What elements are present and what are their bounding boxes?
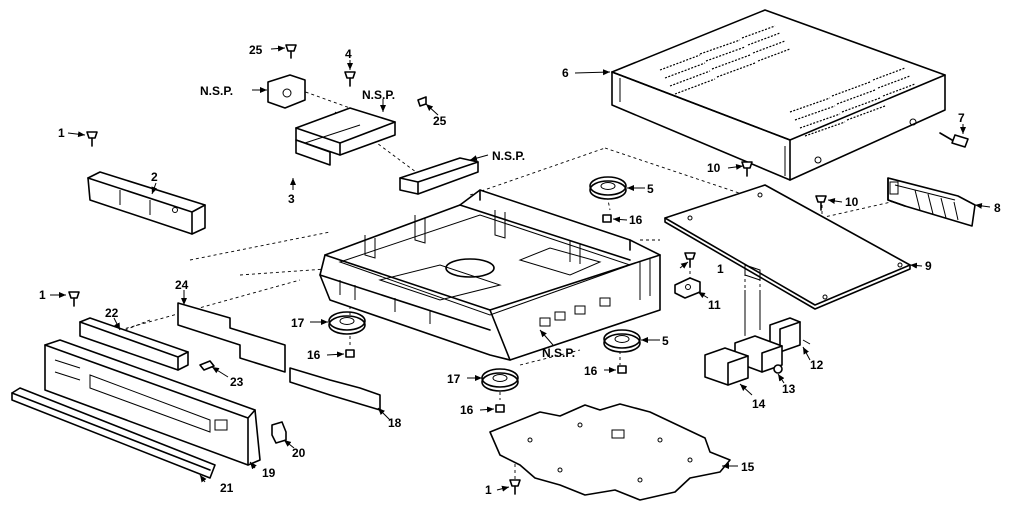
connector-parts [704, 290, 811, 386]
part-label-21: 21 [220, 481, 234, 495]
part-label-1: 1 [58, 126, 65, 140]
bracket-part-2 [87, 171, 206, 235]
part-label-23: 23 [230, 375, 244, 389]
part-label-8: 8 [994, 201, 1001, 215]
part-label-16: 16 [584, 364, 598, 378]
pulley-part-5b [603, 329, 641, 353]
part-label-10: 10 [707, 161, 721, 175]
part-label-25: 25 [433, 114, 447, 128]
pulley-part-5a [589, 176, 627, 200]
part-label-15: 15 [741, 460, 755, 474]
part-label-14: 14 [752, 397, 766, 411]
front-panel-part [44, 339, 261, 466]
part-label-16: 16 [460, 403, 474, 417]
nsp-label: N.S.P. [542, 346, 575, 360]
part-label-12: 12 [810, 358, 824, 372]
part-label-24: 24 [175, 278, 189, 292]
rear-bracket-part [887, 177, 976, 227]
part-label-16: 16 [307, 348, 321, 362]
small-part-20 [271, 421, 287, 444]
part-label-1: 1 [717, 262, 724, 276]
part-label-19: 19 [262, 466, 276, 480]
part-label-7: 7 [958, 111, 965, 125]
part-label-6: 6 [562, 66, 569, 80]
door-part-22 [79, 317, 189, 371]
part-label-2: 2 [151, 170, 158, 184]
part-labels: 1 1 1 1 2 3 4 5 5 6 7 8 9 10 10 11 12 13… [39, 43, 1001, 497]
foot-parts-16 [345, 214, 627, 413]
part-label-17: 17 [291, 316, 305, 330]
main-chassis-part [319, 189, 661, 361]
main-board-part [664, 184, 911, 310]
part-label-13: 13 [782, 382, 796, 396]
part-label-18: 18 [388, 416, 402, 430]
part-label-11: 11 [708, 298, 721, 312]
part-label-17: 17 [447, 372, 461, 386]
part-label-3: 3 [288, 192, 295, 206]
nsp-label: N.S.P. [492, 149, 525, 163]
nsp-plate-block [399, 157, 479, 195]
small-bracket-part [674, 277, 701, 299]
part-label-10: 10 [845, 195, 859, 209]
bracket-part-3 [295, 107, 396, 166]
trim-part-21 [11, 387, 216, 479]
part-label-1: 1 [39, 288, 46, 302]
part-label-25: 25 [249, 43, 263, 57]
pulley-part-17a [328, 311, 366, 335]
part-label-16: 16 [629, 213, 643, 227]
small-part-23 [199, 360, 215, 371]
screw-part-7 [939, 132, 969, 148]
top-cover-part [611, 9, 946, 181]
nsp-bracket-block [267, 74, 306, 109]
pulley-part-17b [481, 368, 519, 392]
part-label-1: 1 [485, 483, 492, 497]
part-label-5: 5 [662, 334, 669, 348]
leader-arrows [50, 45, 991, 492]
nsp-label: N.S.P. [362, 88, 395, 102]
nsp-label: N.S.P. [200, 84, 233, 98]
part-label-4: 4 [345, 47, 352, 61]
part-label-20: 20 [292, 446, 306, 460]
part-label-9: 9 [925, 259, 932, 273]
bottom-plate-part [489, 403, 731, 501]
part-label-5: 5 [647, 182, 654, 196]
plate-part-18 [289, 367, 381, 411]
part-label-22: 22 [105, 306, 119, 320]
plate-part-24 [177, 302, 286, 373]
